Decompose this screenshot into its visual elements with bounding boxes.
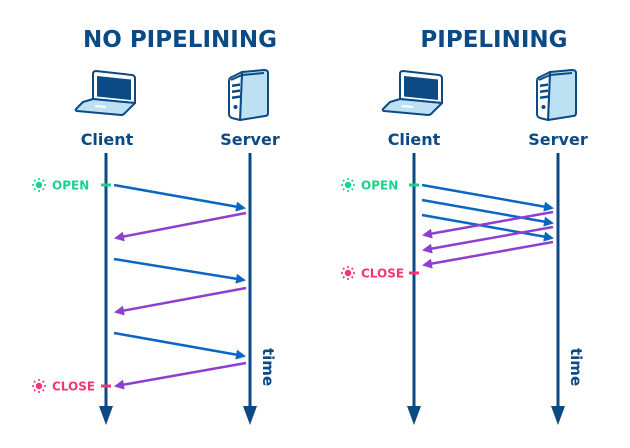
server-label: Server (528, 130, 588, 149)
close-label: CLOSE (361, 267, 404, 281)
request-arrow (421, 213, 554, 242)
timeline-arrowhead (243, 406, 257, 425)
open-label: OPEN (52, 179, 89, 193)
client-timeline (407, 153, 421, 425)
connection-close-marker: CLOSE (341, 266, 419, 281)
server-timeline (243, 153, 257, 425)
panel-no-pipelining: NO PIPELINING Client Server (32, 27, 280, 425)
message-arrows (113, 183, 247, 390)
response-arrow (422, 240, 554, 269)
panel-title: NO PIPELINING (83, 27, 277, 53)
request-arrow (421, 183, 554, 212)
close-burst-icon (341, 266, 355, 280)
client-label: Client (388, 130, 441, 149)
server-timeline (551, 153, 565, 425)
message-arrows (421, 183, 554, 269)
laptop-icon (381, 69, 443, 116)
close-label: CLOSE (52, 380, 95, 394)
close-burst-icon (32, 379, 46, 393)
timeline-arrowhead (551, 406, 565, 425)
response-arrow (114, 211, 247, 242)
connection-open-marker: OPEN (341, 178, 419, 193)
client-timeline (99, 153, 113, 425)
laptop-icon (74, 69, 136, 116)
connection-close-marker: CLOSE (32, 379, 111, 394)
response-arrow (114, 361, 247, 390)
client-label: Client (81, 130, 134, 149)
request-arrow (113, 183, 246, 212)
request-arrow (113, 257, 246, 284)
server-tower-icon (536, 69, 577, 121)
server-tower-icon (228, 69, 269, 121)
response-arrow (422, 225, 554, 254)
panel-pipelining: PIPELINING Client Server time (341, 27, 588, 425)
timeline-arrowhead (99, 406, 113, 425)
connection-open-marker: OPEN (32, 178, 111, 193)
timeline-arrowhead (407, 406, 421, 425)
open-burst-icon (32, 178, 46, 192)
response-arrow (422, 210, 554, 239)
open-label: OPEN (361, 179, 398, 193)
response-arrow (114, 286, 247, 316)
open-burst-icon (341, 178, 355, 192)
panel-title: PIPELINING (420, 27, 567, 53)
request-arrow (113, 331, 246, 360)
request-arrow (421, 198, 554, 227)
server-label: Server (220, 130, 280, 149)
time-axis-label: time (259, 348, 277, 386)
time-axis-label: time (567, 348, 585, 386)
